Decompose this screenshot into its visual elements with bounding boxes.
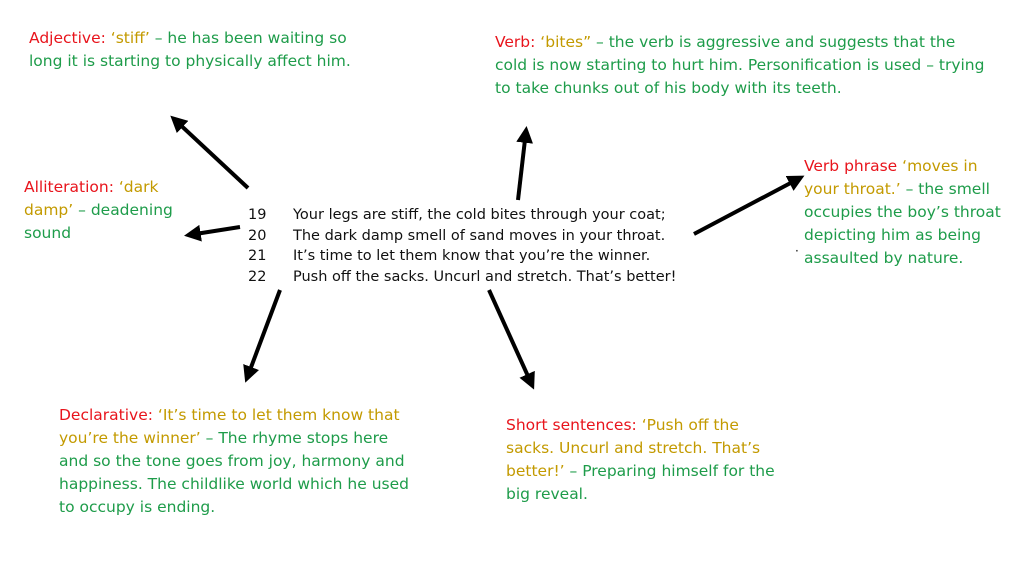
note-verb: Verb: ‘bites” – the verb is aggressive a…	[495, 31, 985, 100]
note-quote: ‘Push off the sacks. Uncurl and stretch.…	[506, 416, 761, 480]
note-term: Adjective:	[29, 29, 106, 47]
line-text: It’s time to let them know that you’re t…	[293, 248, 651, 264]
note-separator: –	[900, 180, 919, 198]
line-number: 21	[248, 248, 267, 264]
note-term: Alliteration:	[24, 178, 114, 196]
line-number: 19	[248, 207, 267, 223]
note-separator: –	[200, 429, 219, 447]
poem-line: 22 Push off the sacks. Uncurl and stretch…	[248, 267, 676, 288]
arrow-to-declarative	[243, 289, 282, 383]
note-adjective: Adjective: ‘stiff’ – he has been waiting…	[29, 27, 354, 73]
note-declarative: Declarative: ‘It’s time to let them know…	[59, 404, 414, 519]
poem-excerpt: 19 Your legs are stiff, the cold bites th…	[248, 205, 676, 287]
note-short-sentences: Short sentences: ‘Push off the sacks. Un…	[506, 414, 791, 506]
note-separator: –	[73, 201, 91, 219]
line-text: Push off the sacks. Uncurl and stretch. …	[293, 268, 677, 285]
note-text: the smell occupies the boy’s throat depi…	[804, 180, 1001, 267]
note-term: Declarative:	[59, 406, 153, 424]
poem-line: 20 The dark damp smell of sand moves in y…	[248, 226, 676, 247]
arrow-to-alliteration	[184, 224, 241, 242]
poem-line: 21 It’s time to let them know that you’re…	[248, 246, 676, 267]
note-quote: ‘dark damp’	[24, 178, 159, 219]
note-term: Short sentences:	[506, 416, 637, 434]
line-text: The dark damp smell of sand moves in you…	[293, 227, 666, 244]
note-alliteration: Alliteration: ‘dark damp’ – deadening so…	[24, 176, 194, 245]
note-quote: ‘bites”	[535, 33, 592, 51]
note-text: deadening sound	[24, 201, 173, 242]
note-text: the verb is aggressive and suggests that…	[495, 33, 985, 97]
note-quote: ‘stiff’	[105, 29, 150, 47]
note-quote: ‘It’s time to let them know that you’re …	[59, 406, 400, 447]
line-text: Your legs are stiff, the cold bites thro…	[293, 207, 666, 223]
note-separator: –	[149, 29, 168, 47]
note-quote: ‘moves in your throat.’	[804, 157, 978, 198]
line-number: 20	[248, 227, 267, 244]
arrow-to-short-sentences	[487, 289, 535, 390]
note-term: Verb:	[495, 33, 536, 51]
note-text: he has been waiting so long it is starti…	[29, 29, 351, 70]
note-text: The rhyme stops here and so the tone goe…	[59, 429, 409, 516]
arrow-to-verb-phrase	[693, 175, 805, 236]
note-separator: –	[591, 33, 609, 51]
note-verb-phrase: Verb phrase ‘moves in your throat.’ – th…	[804, 155, 1004, 270]
arrow-to-verb	[516, 125, 533, 201]
poem-line: 19 Your legs are stiff, the cold bites th…	[248, 205, 676, 226]
note-text: Preparing himself for the big reveal.	[506, 462, 775, 503]
note-separator: –	[564, 462, 583, 480]
line-number: 22	[248, 268, 267, 285]
note-term: Verb phrase	[804, 157, 898, 175]
arrow-to-adjective	[170, 115, 250, 190]
stray-mark: ·	[795, 244, 799, 258]
